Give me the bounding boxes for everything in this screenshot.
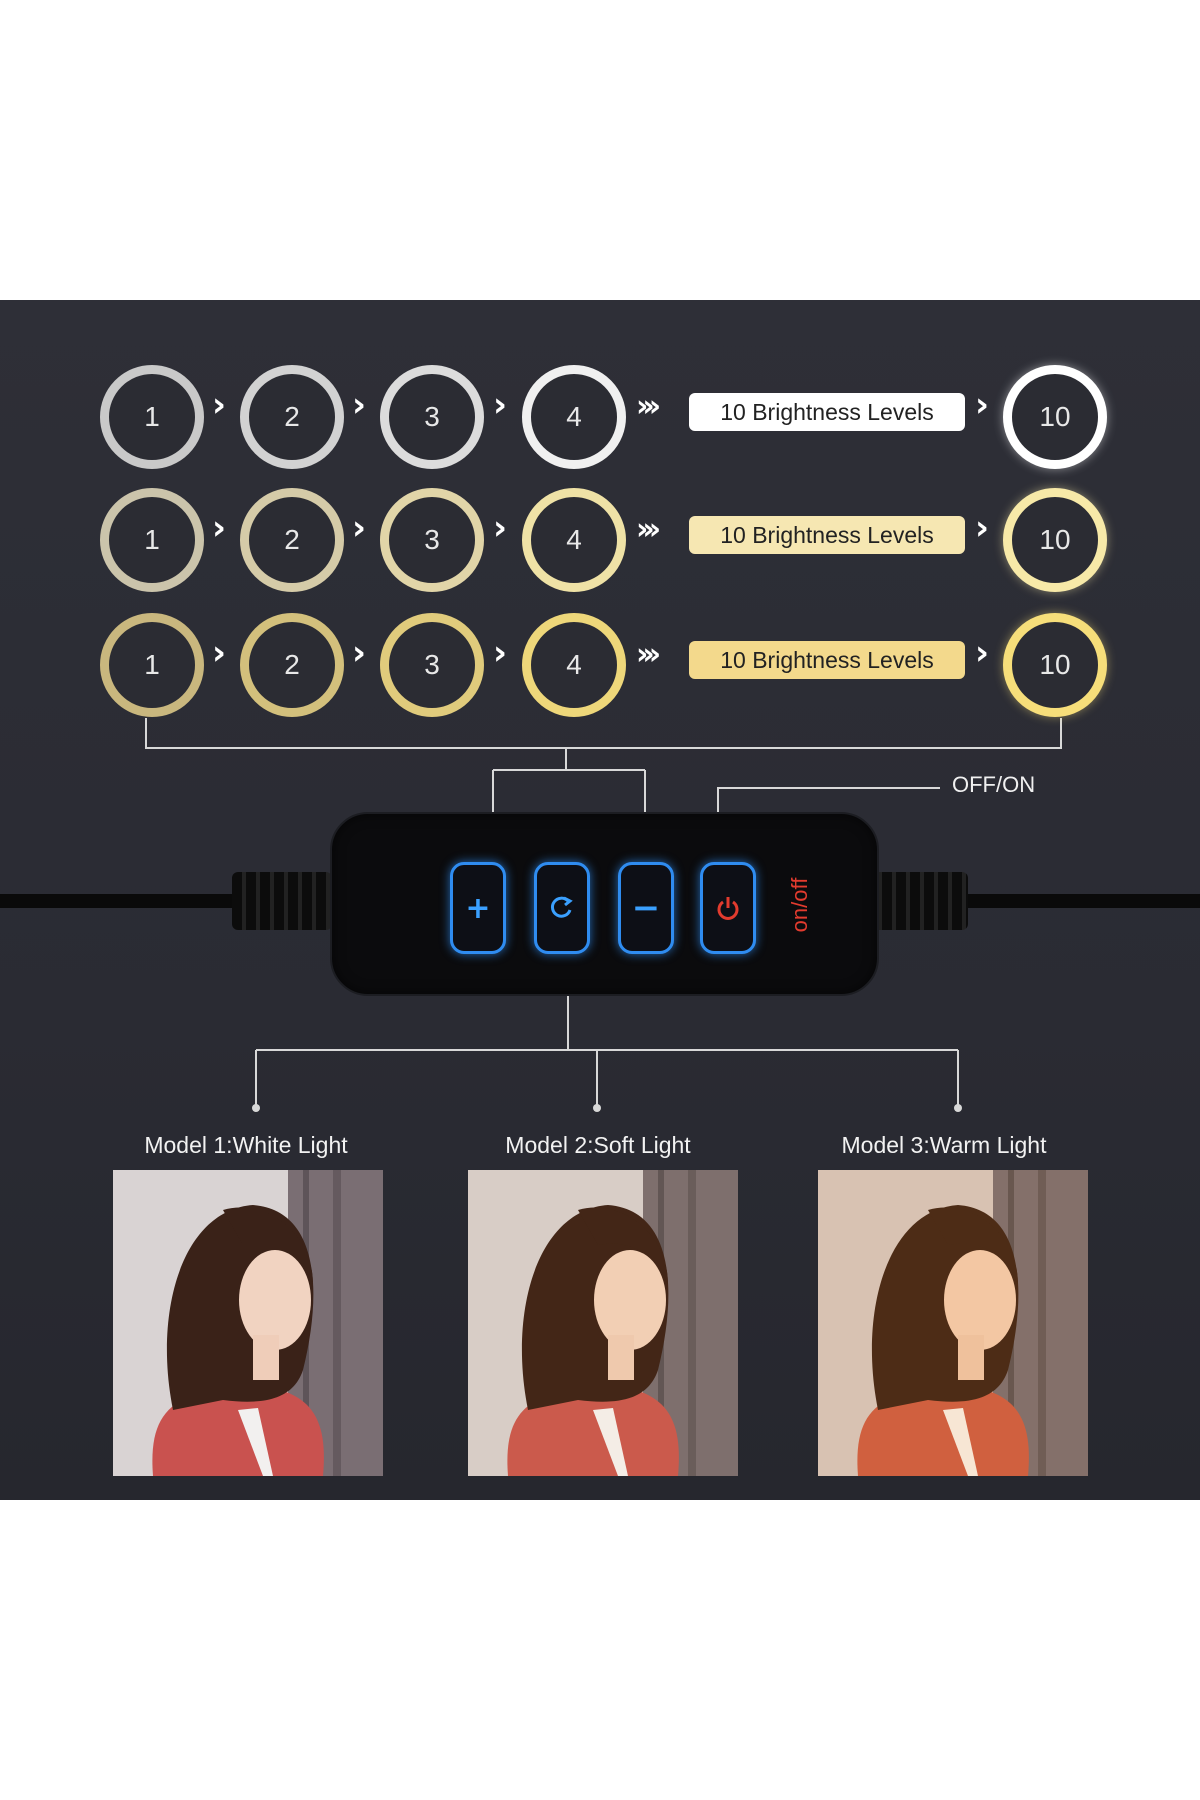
on-off-side-text: on/off <box>787 877 812 933</box>
portrait-image <box>113 1170 383 1476</box>
chevron-right-icon: › <box>493 633 508 673</box>
cycle-icon <box>550 896 573 918</box>
model-photo-white <box>113 1170 383 1476</box>
brightness-levels-pill: 10 Brightness Levels <box>689 516 965 554</box>
power-icon <box>717 897 739 920</box>
cable-left <box>0 894 240 908</box>
triple-chevron-icon: ››› <box>636 512 661 547</box>
triple-chevron-icon: ››› <box>636 637 661 672</box>
brightness-up-button[interactable]: + <box>450 862 506 954</box>
power-button[interactable] <box>700 862 756 954</box>
chevron-right-icon: › <box>493 385 508 425</box>
chevron-right-icon: › <box>352 633 367 673</box>
ring-level-2: 2 <box>240 613 344 717</box>
chevron-right-icon: › <box>352 385 367 425</box>
chevron-right-icon: › <box>212 508 227 548</box>
ring-level-3: 3 <box>380 613 484 717</box>
chevron-right-icon: › <box>212 633 227 673</box>
model-photo-soft <box>468 1170 738 1476</box>
ring-level-4: 4 <box>522 365 626 469</box>
triple-chevron-icon: ››› <box>636 389 661 424</box>
strain-relief-left <box>232 872 332 930</box>
ring-level-2: 2 <box>240 488 344 592</box>
ring-level-10: 10 <box>1003 365 1107 469</box>
ring-level-1: 1 <box>100 613 204 717</box>
ring-level-10: 10 <box>1003 613 1107 717</box>
ring-level-4: 4 <box>522 613 626 717</box>
off-on-label: OFF/ON <box>952 772 1036 797</box>
ring-level-3: 3 <box>380 488 484 592</box>
chevron-right-icon: › <box>493 508 508 548</box>
portrait-image <box>468 1170 738 1476</box>
ring-level-1: 1 <box>100 365 204 469</box>
portrait-image <box>818 1170 1088 1476</box>
model-photo-warm <box>818 1170 1088 1476</box>
inline-controller: + − on/off <box>0 800 1200 1000</box>
model-label-3: Model 3:Warm Light <box>841 1132 1047 1158</box>
ring-level-1: 1 <box>100 488 204 592</box>
brightness-levels-pill: 10 Brightness Levels <box>689 641 965 679</box>
chevron-right-icon: › <box>975 385 990 425</box>
product-panel: 1 › 2 › 3 › 4 ››› 10 Brightness Levels ›… <box>0 300 1200 1500</box>
ring-level-10: 10 <box>1003 488 1107 592</box>
brightness-levels-pill: 10 Brightness Levels <box>689 393 965 431</box>
cable-right <box>960 894 1200 908</box>
chevron-right-icon: › <box>352 508 367 548</box>
brightness-down-button[interactable]: − <box>618 862 674 954</box>
color-mode-button[interactable] <box>534 862 590 954</box>
ring-level-4: 4 <box>522 488 626 592</box>
model-label-1: Model 1:White Light <box>144 1132 348 1158</box>
controller-body <box>330 812 879 996</box>
chevron-right-icon: › <box>212 385 227 425</box>
ring-level-2: 2 <box>240 365 344 469</box>
ring-level-3: 3 <box>380 365 484 469</box>
chevron-right-icon: › <box>975 633 990 673</box>
strain-relief-right <box>868 872 968 930</box>
chevron-right-icon: › <box>975 508 990 548</box>
model-label-2: Model 2:Soft Light <box>505 1132 691 1158</box>
